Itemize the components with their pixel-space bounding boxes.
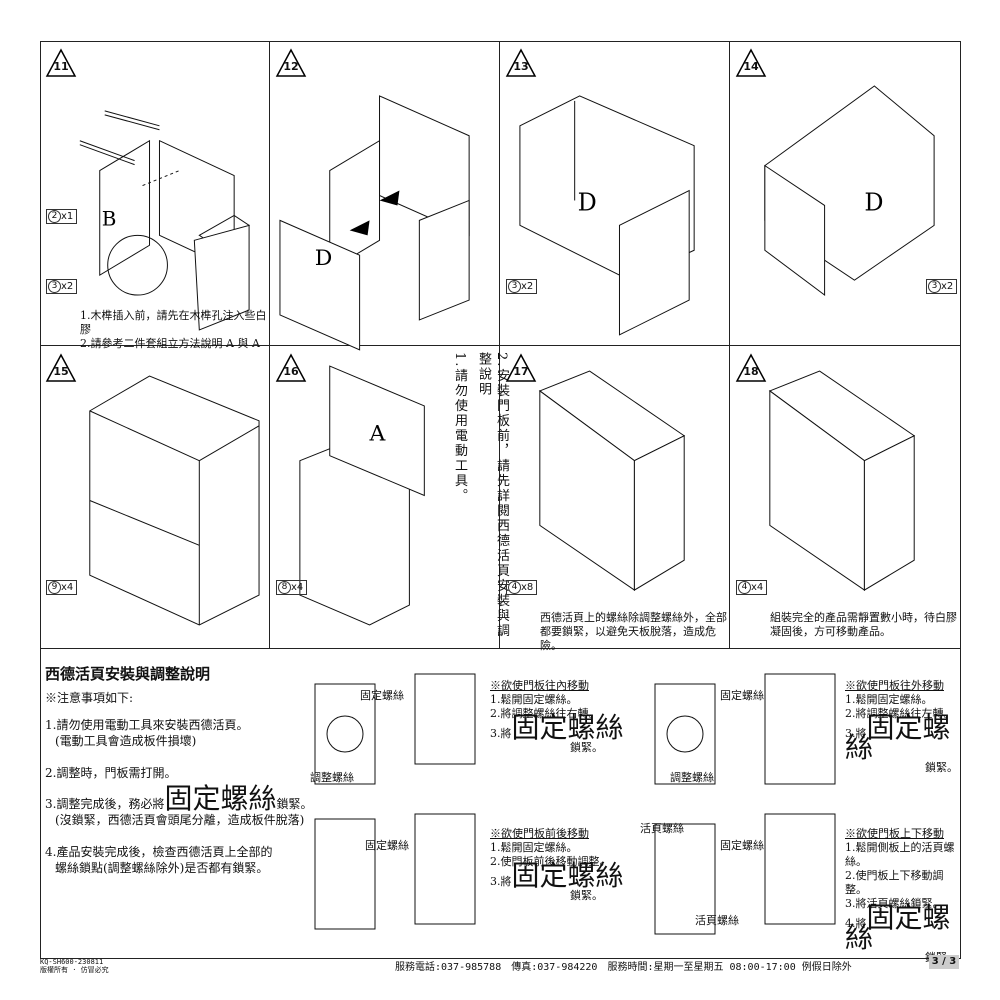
part-label-b: B [102,207,117,230]
hinge-diagram-in [314,673,476,785]
hinge-in-steps: ※欲使門板往內移動 1.鬆開固定螺絲。2.將調整螺絲往右轉。 3.將固定螺絲 鎖… [490,679,624,754]
step-16-note-2: 2.安裝門板前，請先詳閱西德活頁安裝與調整說明 [476,352,509,639]
step-16-illustration: A [299,365,425,626]
hinge-out-steps: ※欲使門板往外移動 1.鬆開固定螺絲。2.將調整螺絲往左轉。 3.將固定螺絲 鎖… [845,679,958,774]
hinge-title: 西德活頁安裝與調整說明 [45,665,211,683]
step-number-badge: 18 [735,353,767,382]
hinge-screw-label: 活頁螺絲 [695,914,739,927]
step-13-illustration: D [519,95,695,336]
hinge-instructions: 1.請勿使用電動工具來安裝西德活頁。 (電動工具會造成板件損壞) 2.調整時，門… [45,718,313,875]
page-number: 3 / 3 [929,955,959,969]
hinge-diagram-fb [314,813,476,930]
step-12-panel: 12 D [270,41,500,351]
step-number-badge: 17 [505,353,537,382]
step-18-illustration [768,370,916,592]
part-label-a: A [369,422,387,447]
part-label-d: D [578,188,597,216]
adj-screw-label: 調整螺絲 [670,771,714,784]
fix-screw-label: 固定螺絲 [360,689,404,702]
step-number-badge: 12 [275,48,307,77]
hinge-diagram-out [654,673,836,785]
step-17-note: 西德活頁上的螺絲除調整螺絲外，全部都要鎖緊，以避免天板脫落，造成危險。 [540,611,727,652]
step-number-badge: 14 [735,48,767,77]
part-label-d: D [315,246,333,271]
part-label-d: D [864,188,883,216]
step-17-illustration [538,370,686,592]
hinge-caution: ※注意事項如下: [45,691,134,705]
step-16-note-1: 1.請勿使用電動工具。 [452,352,467,504]
step-number-badge: 13 [505,48,537,77]
step-15-illustration [89,375,260,626]
fix-screw-label: 固定螺絲 [365,839,409,852]
fix-screw-label: 固定螺絲 [720,839,764,852]
footer-service: 服務電話:037-985788 傳真:037-984220 服務時間:星期一至星… [395,962,852,973]
step-14-illustration: D [764,85,935,297]
adj-screw-label: 調整螺絲 [310,771,354,784]
step-number-badge: 11 [45,48,77,77]
hinge-section: 西德活頁安裝與調整說明 ※注意事項如下: 1.請勿使用電動工具來安裝西德活頁。 … [40,649,961,964]
hinge-fb-steps: ※欲使門板前後移動 1.鬆開固定螺絲。2.使門板前後移動調整。 3.將固定螺絲 … [490,827,624,902]
step-18-note: 組裝完全的產品需靜置數小時，待白膠凝固後，方可移動產品。 [770,611,957,638]
hinge-ud-steps: ※欲使門板上下移動 1.鬆開側板上的活頁螺絲。2.使門板上下移動調整。3.將活頁… [845,827,958,964]
step-number-badge: 16 [275,353,307,382]
step-12-illustration: D [279,95,470,351]
hinge-screw-label: 活頁螺絲 [640,822,684,835]
hinge-diagram-ud [654,813,836,935]
step-11-notes: 1.木榫插入前，請先在木榫孔注入些白膠 2.請參考二件套組立方法說明 A 與 A [80,309,267,350]
step-number-badge: 15 [45,353,77,382]
step-11-illustration: B [79,110,251,331]
fix-screw-label: 固定螺絲 [720,689,764,702]
